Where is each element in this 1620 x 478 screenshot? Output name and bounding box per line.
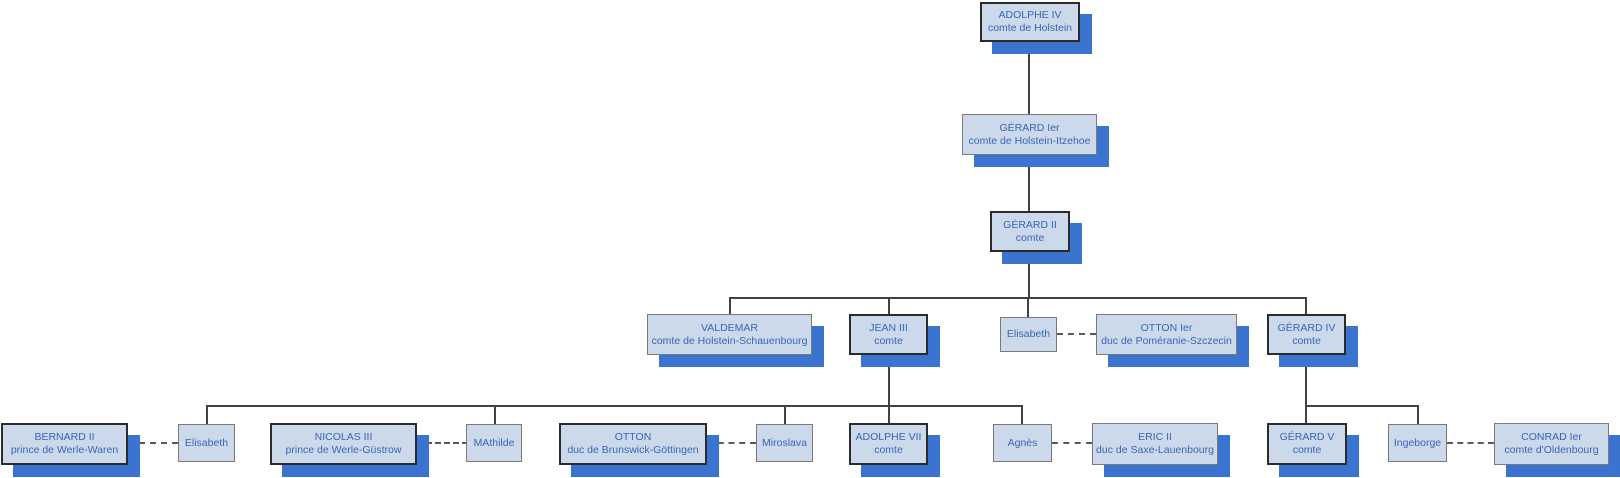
connector-stub-valdemar: [729, 297, 731, 315]
node-conrad-ier[interactable]: CONRAD Ier comte d'Oldenbourg: [1494, 423, 1609, 465]
person-title: comte de Holstein-Schauenbourg: [651, 334, 808, 347]
marriage-line-otton-miroslava: [707, 442, 756, 444]
connector-stub-elisabeth-gen5: [206, 405, 208, 424]
node-otton-ier[interactable]: OTTON Ier duc de Poméranie-Szczecin: [1096, 314, 1237, 355]
node-gerard-iv[interactable]: GÉRARD IV comte: [1267, 314, 1346, 355]
node-otton[interactable]: OTTON duc de Brunswick-Göttingen: [559, 423, 707, 465]
node-valdemar[interactable]: VALDEMAR comte de Holstein-Schauenbourg: [647, 314, 812, 355]
marriage-line-nicolas3-mathilde: [417, 442, 468, 444]
person-title: comte de Holstein-Itzehoe: [968, 134, 1091, 147]
person-name: GÉRARD IV: [1277, 321, 1336, 334]
person-name: BERNARD II: [34, 431, 95, 443]
person-title: comte d'Oldenbourg: [1504, 444, 1599, 456]
person-name: Miroslava: [762, 436, 807, 449]
connector-jean3-children-drop: [888, 355, 890, 424]
marriage-line-elisabeth-otton1er: [1057, 333, 1096, 335]
person-name: Ingeborge: [1393, 436, 1442, 449]
connector-stub-elisabeth-gen4: [1027, 297, 1029, 318]
node-gerard-v[interactable]: GÉRARD V comte: [1267, 423, 1347, 465]
person-name: OTTON: [614, 431, 652, 443]
person-title: prince de Werle-Waren: [10, 444, 119, 456]
connector-adolphe4-gerard1: [1028, 42, 1030, 114]
node-gerard-ii[interactable]: GÉRARD II comte: [990, 211, 1070, 252]
person-name: JEAN III: [869, 321, 908, 334]
person-name: OTTON Ier: [1140, 321, 1193, 334]
node-eric-ii[interactable]: ERIC II duc de Saxe-Lauenbourg: [1092, 423, 1218, 465]
person-title: duc de Brunswick-Göttingen: [567, 444, 699, 456]
person-name: GÉRARD II: [1003, 218, 1057, 231]
connector-stub-agnes: [1021, 405, 1023, 424]
node-miroslava[interactable]: Miroslava: [756, 424, 813, 462]
person-name: ADOLPHE VII: [855, 431, 922, 443]
node-elisabeth-gen4[interactable]: Elisabeth: [1000, 317, 1057, 352]
connector-gerard4-children-horizontal: [1305, 405, 1419, 407]
person-title: duc de Saxe-Lauenbourg: [1096, 444, 1214, 456]
person-title: comte: [1015, 231, 1045, 244]
marriage-line-agnes-eric2: [1052, 442, 1092, 444]
marriage-line-ingeborge-conrad: [1447, 442, 1494, 444]
connector-gerard4-children-drop: [1305, 355, 1307, 423]
node-gerard-ier[interactable]: GÉRARD Ier comte de Holstein-Itzehoe: [962, 114, 1097, 155]
person-name: Elisabeth: [184, 436, 229, 449]
node-elisabeth-gen5[interactable]: Elisabeth: [178, 424, 235, 462]
person-title: comte de Holstein: [987, 22, 1073, 34]
node-ingeborge[interactable]: Ingeborge: [1388, 424, 1447, 462]
connector-gen4-horizontal: [729, 297, 1307, 299]
person-name: GÉRARD V: [1279, 431, 1335, 443]
connector-stub-mathilde: [494, 405, 496, 424]
connector-stub-ingeborge: [1417, 405, 1419, 424]
person-title: duc de Poméranie-Szczecin: [1101, 334, 1232, 347]
node-nicolas-iii[interactable]: NICOLAS III prince de Werle-Güstrow: [270, 423, 417, 465]
person-name: MAthilde: [473, 436, 515, 449]
person-name: VALDEMAR: [701, 321, 758, 334]
node-adolphe-vii[interactable]: ADOLPHE VII comte: [849, 423, 928, 465]
person-title: comte: [874, 444, 903, 456]
person-title: comte: [1292, 334, 1321, 347]
person-name: Elisabeth: [1006, 328, 1051, 340]
person-title: prince de Werle-Güstrow: [285, 444, 402, 456]
person-name: NICOLAS III: [314, 431, 373, 443]
person-name: ADOLPHE IV: [998, 9, 1062, 21]
person-name: ERIC II: [1138, 431, 1172, 443]
person-name: Agnès: [1007, 436, 1038, 449]
connector-stub-miroslava: [784, 405, 786, 424]
node-mathilde[interactable]: MAthilde: [466, 424, 522, 462]
node-adolphe-iv[interactable]: ADOLPHE IV comte de Holstein: [980, 2, 1080, 42]
node-agnes[interactable]: Agnès: [993, 424, 1052, 462]
person-title: comte: [874, 334, 903, 347]
marriage-line-bernard2-elisabeth: [128, 442, 178, 444]
connector-stub-gerard4: [1305, 297, 1307, 315]
node-bernard-ii[interactable]: BERNARD II prince de Werle-Waren: [1, 423, 128, 465]
person-name: GÉRARD Ier: [999, 121, 1060, 134]
connector-gerard2-gen4: [1028, 252, 1030, 298]
connector-jean3-children-horizontal: [206, 405, 1023, 407]
connector-gerard1-gerard2: [1028, 155, 1030, 211]
node-jean-iii[interactable]: JEAN III comte: [849, 314, 928, 355]
person-title: comte: [1292, 444, 1322, 456]
connector-stub-jean3: [888, 297, 890, 315]
person-name: CONRAD Ier: [1521, 431, 1582, 443]
